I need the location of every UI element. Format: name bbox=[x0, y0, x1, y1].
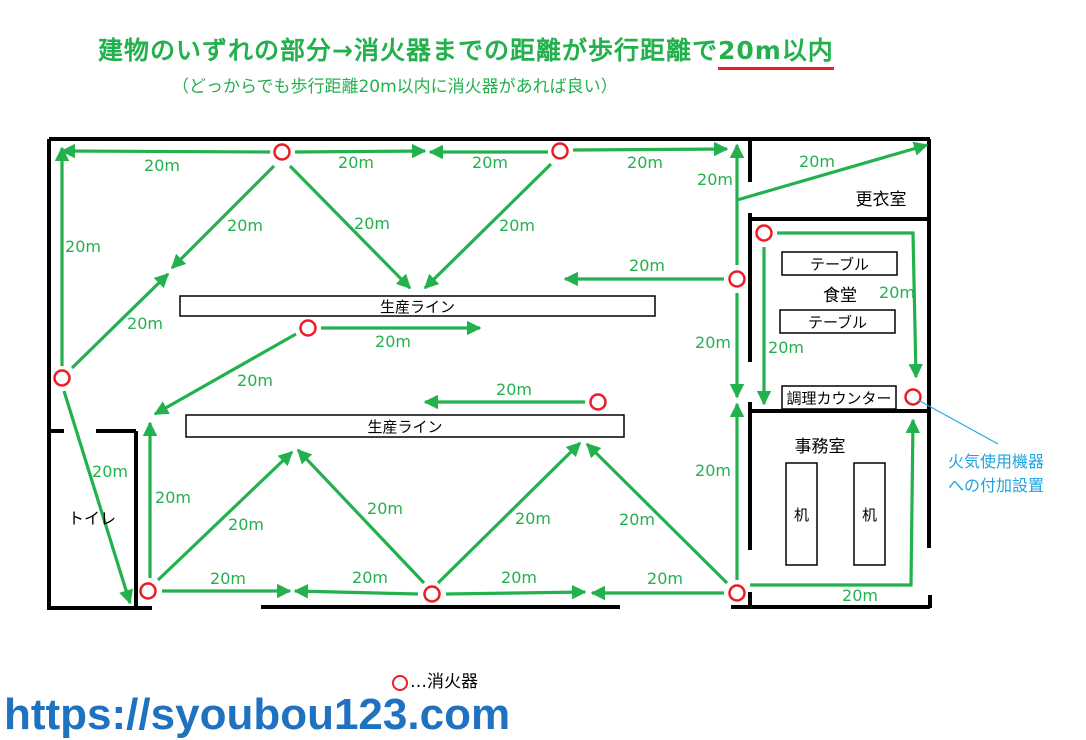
extinguisher-legend-icon bbox=[392, 674, 408, 691]
production-line bbox=[179, 295, 656, 317]
distance-arrow bbox=[62, 390, 134, 605]
fire-extinguisher-icon bbox=[589, 393, 607, 411]
table bbox=[781, 251, 898, 276]
distance-arrow bbox=[436, 441, 582, 585]
table-label: テーブル bbox=[810, 256, 869, 274]
distance-label: 20m bbox=[768, 338, 804, 357]
distance-arrow bbox=[293, 584, 419, 599]
fire-extinguisher-icon bbox=[273, 143, 291, 161]
fire-extinguisher-icon bbox=[139, 582, 157, 600]
walls bbox=[47, 137, 932, 610]
table-label: テーブル bbox=[808, 314, 867, 332]
annotation-line2: への付加設置 bbox=[948, 476, 1045, 495]
distance-label: 20m bbox=[501, 568, 537, 587]
distance-arrow bbox=[777, 231, 923, 379]
distance-label: 20m bbox=[92, 462, 128, 481]
distance-label: 20m bbox=[354, 214, 390, 233]
desk-label: 机 bbox=[862, 506, 877, 524]
table bbox=[779, 309, 896, 334]
distance-label: 20m bbox=[367, 499, 403, 518]
diagram-title: 建物のいずれの部分→消火器までの距離が歩行距離で20m以内 bbox=[98, 36, 834, 70]
distance-arrow bbox=[60, 143, 271, 159]
cafeteria-label: 食堂 bbox=[823, 286, 857, 306]
distance-arrow bbox=[585, 442, 729, 585]
distance-arrow bbox=[153, 332, 297, 416]
distance-label: 20m bbox=[338, 153, 374, 172]
annotation-note: 火気使用機器 への付加設置 bbox=[948, 450, 1044, 498]
distance-label: 20m bbox=[237, 371, 273, 390]
distance-arrow bbox=[294, 143, 427, 159]
office-label: 事務室 bbox=[795, 437, 846, 457]
distance-label: 20m bbox=[227, 216, 263, 235]
distance-label: 20m bbox=[65, 237, 101, 256]
legend: …消火器 bbox=[392, 673, 478, 692]
distance-label: 20m bbox=[695, 461, 731, 480]
distance-label: 20m bbox=[647, 569, 683, 588]
cooking-counter bbox=[781, 385, 897, 410]
fire-extinguisher-icon bbox=[728, 270, 746, 288]
desk-label: 机 bbox=[794, 506, 809, 524]
distance-label: 20m bbox=[352, 568, 388, 587]
desk bbox=[853, 462, 886, 566]
annotation-leader-line bbox=[917, 399, 999, 445]
distance-label: 20m bbox=[879, 283, 915, 302]
distance-label: 20m bbox=[228, 515, 264, 534]
fire-extinguisher-icon bbox=[728, 584, 746, 602]
distance-label: 20m bbox=[627, 153, 663, 172]
distance-arrow bbox=[288, 164, 412, 290]
distance-arrow bbox=[572, 141, 729, 157]
toilet-label: トイレ bbox=[68, 509, 116, 528]
distance-label: 20m bbox=[375, 332, 411, 351]
distance-label: 20m bbox=[799, 152, 835, 171]
diagram-subtitle: （どっからでも歩行距離20m以内に消火器があれば良い） bbox=[172, 77, 618, 97]
distance-label: 20m bbox=[472, 153, 508, 172]
production-line-label: 生産ライン bbox=[367, 418, 442, 436]
distance-label: 20m bbox=[144, 156, 180, 175]
distance-label: 20m bbox=[127, 314, 163, 333]
fire-extinguisher-icon bbox=[755, 224, 773, 242]
desk bbox=[785, 462, 818, 566]
distance-label: 20m bbox=[619, 510, 655, 529]
distance-label: 20m bbox=[695, 333, 731, 352]
fire-extinguisher-icon bbox=[904, 388, 922, 406]
title-emphasis: 20m以内 bbox=[717, 36, 834, 70]
production-line-label: 生産ライン bbox=[380, 298, 455, 316]
production-line bbox=[185, 414, 625, 438]
title-text: 建物のいずれの部分→消火器までの距離が歩行距離で bbox=[98, 36, 718, 65]
distance-arrow bbox=[70, 272, 170, 370]
distance-label: 20m bbox=[155, 488, 191, 507]
distance-label: 20m bbox=[210, 569, 246, 588]
distance-arrow bbox=[750, 418, 921, 587]
annotation-line1: 火気使用機器 bbox=[948, 452, 1045, 471]
changing-room-label: 更衣室 bbox=[856, 190, 907, 210]
distance-arrow bbox=[296, 448, 426, 585]
legend-label: …消火器 bbox=[410, 672, 478, 692]
distance-label: 20m bbox=[496, 380, 532, 399]
fire-extinguisher-icon bbox=[299, 319, 317, 337]
distance-label: 20m bbox=[629, 256, 665, 275]
distance-arrow bbox=[170, 164, 276, 270]
fire-extinguisher-icon bbox=[423, 585, 441, 603]
watermark-url: https://syoubou123.com bbox=[4, 690, 511, 739]
distance-arrow bbox=[423, 162, 553, 290]
distance-label: 20m bbox=[842, 586, 878, 605]
distance-label: 20m bbox=[515, 509, 551, 528]
fire-extinguisher-icon bbox=[53, 369, 71, 387]
distance-arrow bbox=[156, 450, 294, 582]
distance-label: 20m bbox=[499, 216, 535, 235]
distance-arrow bbox=[445, 584, 587, 600]
distance-label: 20m bbox=[697, 170, 733, 189]
cooking-counter-label: 調理カウンター bbox=[786, 390, 891, 408]
distance-arrow bbox=[736, 141, 929, 202]
fire-extinguisher-icon bbox=[551, 142, 569, 160]
